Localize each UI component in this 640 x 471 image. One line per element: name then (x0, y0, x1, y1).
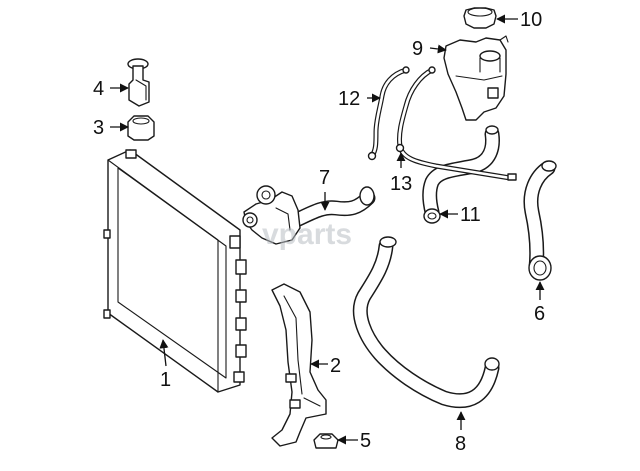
watermark-text: vparts (262, 218, 352, 251)
callout-label-1: 1 (160, 369, 171, 391)
callout-label-5: 5 (360, 430, 371, 452)
reservoir-cap-part (463, 7, 497, 29)
callout-label-8: 8 (455, 433, 466, 455)
callout-label-2: 2 (330, 355, 341, 377)
callout-label-7: 7 (319, 167, 330, 189)
callout-label-12: 12 (338, 88, 360, 110)
callout-label-10: 10 (520, 9, 542, 31)
air-guide-bracket-part (271, 283, 327, 447)
watermark: vparts (262, 218, 352, 251)
callout-label-4: 4 (93, 78, 104, 100)
reservoir-return-hose-part (422, 125, 500, 224)
leader-line-9 (429, 44, 447, 54)
lower-radiator-hose-part (352, 236, 500, 409)
upper-radiator-hose-part (523, 160, 557, 281)
support-bracket-part (127, 58, 150, 107)
expansion-reservoir-part (443, 35, 509, 121)
reservoir-vent-line-part (395, 66, 517, 181)
callouts: 1 2 3 4 5 6 7 8 9 10 11 12 13 (93, 9, 545, 455)
vent-line-part (367, 66, 410, 161)
callout-label-6: 6 (534, 303, 545, 325)
callout-label-13: 13 (390, 173, 412, 195)
callout-label-9: 9 (412, 38, 423, 60)
radiator-part (103, 149, 247, 393)
thermostat-housing-hose-part (242, 185, 376, 245)
callout-label-3: 3 (93, 117, 104, 139)
leader-line-1 (159, 339, 169, 367)
rubber-mount-part (127, 115, 155, 141)
callout-label-11: 11 (460, 204, 481, 226)
drain-plug-part (313, 433, 339, 449)
